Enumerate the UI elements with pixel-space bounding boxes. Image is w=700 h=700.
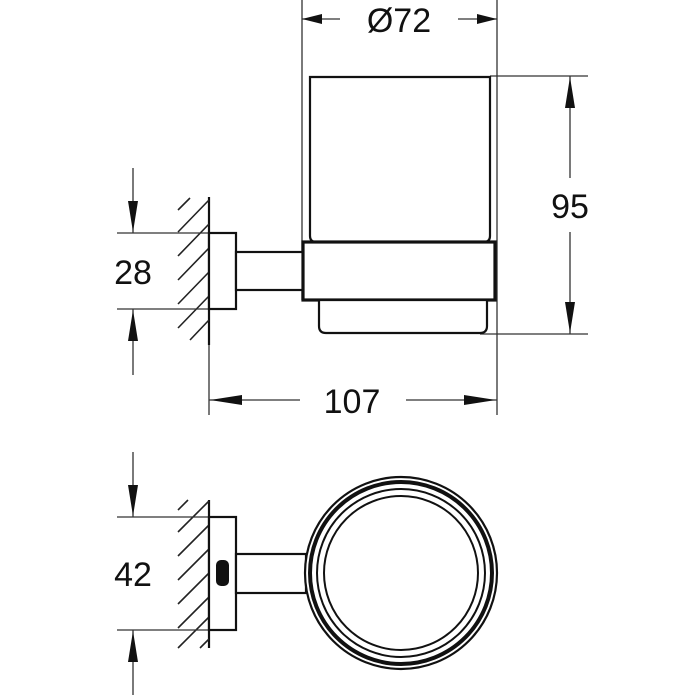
arm-top	[234, 552, 308, 595]
logo-mark-icon	[216, 560, 229, 586]
arrowhead-up-icon	[128, 631, 138, 662]
arrowhead-down-icon	[128, 485, 138, 516]
dimension-projection: 107	[208, 345, 497, 421]
glass-rim	[323, 495, 479, 651]
side-view: Ø72 95	[114, 0, 589, 421]
wall-top	[177, 499, 211, 649]
wall-plate-side	[207, 231, 238, 311]
collar	[301, 240, 497, 302]
projection-label: 107	[324, 383, 381, 421]
dimension-plate-top: 42	[114, 452, 209, 695]
dimension-plate-side: 28	[114, 168, 209, 375]
base-cup	[317, 298, 489, 335]
ring-outer	[303, 475, 499, 671]
dimension-height: 95	[480, 75, 589, 335]
dimension-diameter: Ø72	[301, 0, 498, 415]
arm-side	[234, 250, 305, 292]
plate-side-label: 28	[114, 254, 152, 292]
arrowhead-right-icon	[477, 14, 497, 24]
arrowhead-left-icon	[302, 14, 322, 24]
glass	[308, 75, 492, 244]
arrowhead-down-icon	[565, 302, 575, 333]
arrowhead-left-icon	[210, 395, 242, 405]
ring-inner	[316, 488, 486, 658]
wall-side	[177, 197, 211, 345]
ring-band	[308, 480, 494, 666]
arrowhead-right-icon	[464, 395, 496, 405]
ring	[303, 475, 499, 671]
top-view: 42	[114, 452, 499, 695]
diameter-label: Ø72	[367, 2, 431, 40]
plate-top-label: 42	[114, 556, 152, 594]
arrowhead-up-icon	[128, 310, 138, 341]
wall-hatching	[177, 499, 210, 649]
height-label: 95	[551, 188, 589, 226]
arrowhead-up-icon	[565, 77, 575, 108]
wall-hatching	[177, 197, 210, 341]
arrowhead-down-icon	[128, 201, 138, 232]
